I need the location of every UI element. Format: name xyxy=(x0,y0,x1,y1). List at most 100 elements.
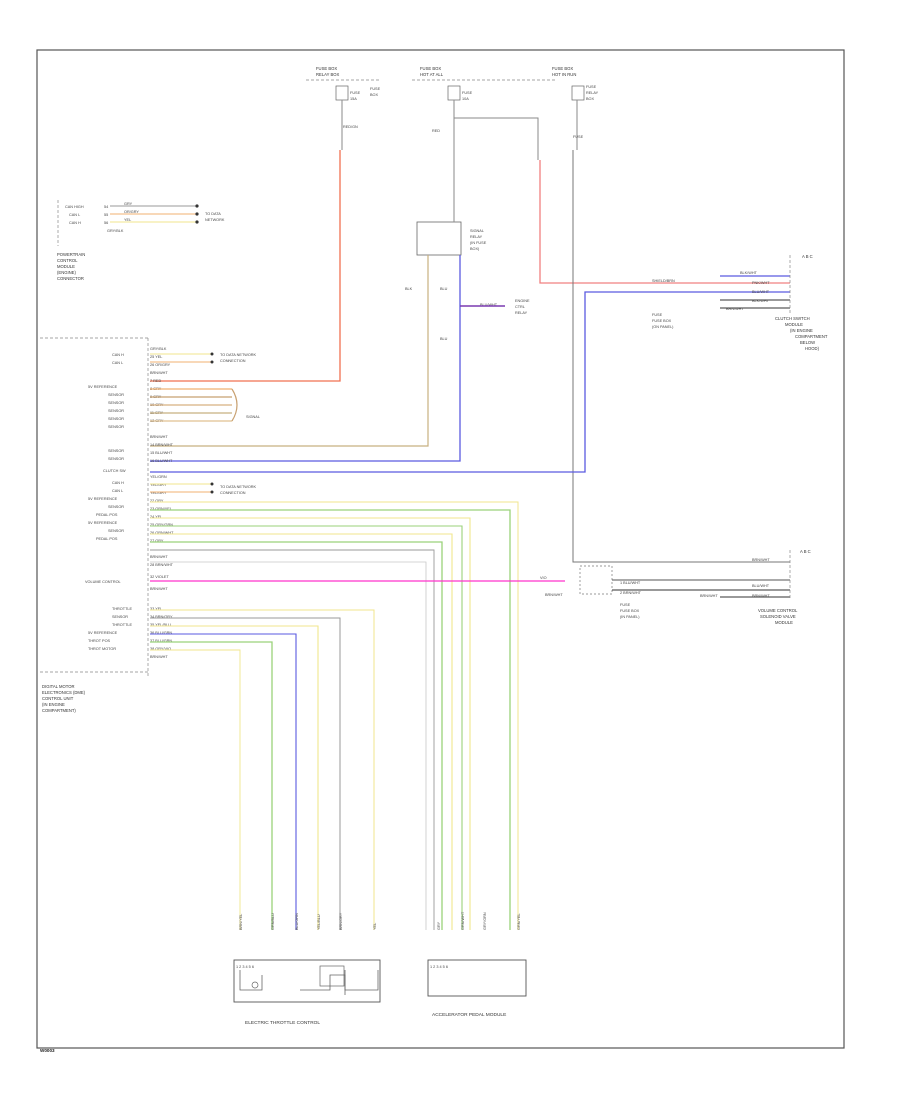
svg-text:BLU/GRN: BLU/GRN xyxy=(295,913,299,930)
svg-text:5V REFERENCE: 5V REFERENCE xyxy=(88,631,118,635)
svg-text:56: 56 xyxy=(104,221,108,225)
svg-text:BRN/WHT: BRN/WHT xyxy=(150,587,168,591)
svg-text:CAN L: CAN L xyxy=(112,361,123,365)
svg-text:SENSOR: SENSOR xyxy=(112,615,128,619)
svg-text:FUSE BOX: FUSE BOX xyxy=(316,66,337,71)
svg-text:SOLENOID VALVE: SOLENOID VALVE xyxy=(760,614,796,619)
svg-text:YEL: YEL xyxy=(124,218,131,222)
svg-text:BLU/WHT: BLU/WHT xyxy=(752,584,770,588)
svg-text:RELAY: RELAY xyxy=(515,311,528,315)
svg-text:FUSE: FUSE xyxy=(573,135,584,139)
svg-text:(IN FUSE: (IN FUSE xyxy=(470,241,487,245)
wire-gray-right xyxy=(572,150,790,563)
svg-text:BRN/WHT: BRN/WHT xyxy=(545,593,563,597)
svg-text:VIO: VIO xyxy=(540,576,547,580)
svg-text:FUSE BOX: FUSE BOX xyxy=(652,319,672,323)
svg-text:RED: RED xyxy=(432,129,440,133)
svg-text:SIGNAL: SIGNAL xyxy=(470,229,484,233)
electric-throttle-control: 1 2 3 4 5 6 ELECTRIC THROTTLE CONTROL xyxy=(233,959,381,1026)
svg-text:BRN/WHT: BRN/WHT xyxy=(150,435,168,439)
svg-text:YEL/GRN: YEL/GRN xyxy=(150,475,167,479)
svg-text:YEL/GRY: YEL/GRY xyxy=(150,491,167,495)
svg-text:CLUTCH SW: CLUTCH SW xyxy=(103,469,126,473)
svg-text:BLK/WHT: BLK/WHT xyxy=(752,299,770,303)
svg-text:BLU: BLU xyxy=(440,287,448,291)
svg-text:BRN/WHT: BRN/WHT xyxy=(752,558,770,562)
svg-text:CONNECTION: CONNECTION xyxy=(220,359,246,363)
svg-text:37 BLU/GRN: 37 BLU/GRN xyxy=(150,639,172,643)
svg-text:SENSOR: SENSOR xyxy=(108,505,124,509)
svg-text:BOX: BOX xyxy=(586,97,594,101)
svg-text:TO DATA NETWORK: TO DATA NETWORK xyxy=(220,353,257,357)
svg-text:COMPARTMENT: COMPARTMENT xyxy=(795,334,828,339)
svg-text:FUSE BOX: FUSE BOX xyxy=(620,609,640,613)
svg-text:15 BLU/WHT: 15 BLU/WHT xyxy=(150,451,173,455)
svg-text:CTRL: CTRL xyxy=(515,305,525,309)
svg-text:BOX: BOX xyxy=(370,93,378,97)
svg-text:SENSOR: SENSOR xyxy=(108,457,124,461)
svg-text:VOLUME CONTROL: VOLUME CONTROL xyxy=(758,608,798,613)
svg-text:ACCELERATOR PEDAL MODULE: ACCELERATOR PEDAL MODULE xyxy=(432,1012,506,1018)
svg-text:RED/GN: RED/GN xyxy=(343,125,358,129)
svg-text:FUSE BOX: FUSE BOX xyxy=(552,66,573,71)
svg-text:10A: 10A xyxy=(462,97,469,101)
svg-text:ELECTRIC THROTTLE CONTROL: ELECTRIC THROTTLE CONTROL xyxy=(245,1020,320,1026)
svg-text:CAN L: CAN L xyxy=(112,489,123,493)
svg-text:14 BRN/WHT: 14 BRN/WHT xyxy=(150,443,174,447)
volume-control-module: A B C 1 BLU/WHT 2 BRN/WHT BRN/WHT BLU/WH… xyxy=(545,549,811,625)
svg-text:BLU: BLU xyxy=(440,337,448,341)
svg-text:THROT POS: THROT POS xyxy=(88,639,111,643)
svg-text:2 BRN/WHT: 2 BRN/WHT xyxy=(620,591,642,595)
svg-text:THROT MOTOR: THROT MOTOR xyxy=(88,647,116,651)
svg-text:1 2 3 4 5 6: 1 2 3 4 5 6 xyxy=(430,965,448,969)
svg-text:CAN H: CAN H xyxy=(112,353,124,357)
svg-text:(IN ENGINE: (IN ENGINE xyxy=(790,328,813,333)
svg-text:GRY/BLK: GRY/BLK xyxy=(107,229,124,233)
fuse-box-top-right: FUSE BOX HOT IN RUN FUSE RELAY BOX FUSE xyxy=(552,66,599,139)
svg-text:DIGITAL MOTOR: DIGITAL MOTOR xyxy=(42,684,75,689)
svg-text:1 BLU/WHT: 1 BLU/WHT xyxy=(620,581,641,585)
diagram-frame xyxy=(36,49,845,1049)
svg-text:BELOW: BELOW xyxy=(800,340,815,345)
svg-text:GRN/WHT: GRN/WHT xyxy=(461,911,465,930)
svg-text:YEL/BLU: YEL/BLU xyxy=(317,914,321,930)
wire-red-top-left xyxy=(150,150,341,382)
svg-text:36 BLU/GRN: 36 BLU/GRN xyxy=(150,631,172,635)
svg-text:MODULE: MODULE xyxy=(57,264,75,269)
svg-text:BLU/WHT: BLU/WHT xyxy=(480,303,498,307)
svg-text:THROTTLE: THROTTLE xyxy=(112,607,133,611)
svg-text:CAN H: CAN H xyxy=(69,221,81,225)
svg-text:GRN/BLU: GRN/BLU xyxy=(271,913,275,930)
svg-text:A B C: A B C xyxy=(800,549,811,554)
clutch-switch-module: A B C SHIELD/BRN BLK/WHT PNK/WHT BLU/WHT… xyxy=(652,254,828,351)
svg-text:THROTTLE: THROTTLE xyxy=(112,623,133,627)
svg-text:OR/GRY: OR/GRY xyxy=(124,210,139,214)
svg-text:16 BLU/WHT: 16 BLU/WHT xyxy=(150,459,173,463)
svg-text:23 GRN/YEL: 23 GRN/YEL xyxy=(150,507,172,511)
svg-text:33 YEL: 33 YEL xyxy=(150,607,162,611)
svg-text:NETWORK: NETWORK xyxy=(205,218,225,222)
svg-text:GRY: GRY xyxy=(437,921,441,930)
svg-text:SENSOR: SENSOR xyxy=(108,529,124,533)
svg-text:BRN/WHT: BRN/WHT xyxy=(150,371,168,375)
svg-text:GRN/YEL: GRN/YEL xyxy=(517,913,521,930)
svg-text:25 YEL: 25 YEL xyxy=(150,355,162,359)
svg-text:CONNECTOR: CONNECTOR xyxy=(57,276,84,281)
svg-text:BRN/WHT: BRN/WHT xyxy=(752,594,770,598)
svg-text:FUSE: FUSE xyxy=(586,85,597,89)
svg-text:CONTROL UNIT: CONTROL UNIT xyxy=(42,696,74,701)
svg-text:TO DATA: TO DATA xyxy=(205,212,221,216)
svg-text:SENSOR: SENSOR xyxy=(108,393,124,397)
svg-text:54: 54 xyxy=(104,205,108,209)
svg-text:SENSOR: SENSOR xyxy=(108,449,124,453)
svg-text:COMPARTMENT): COMPARTMENT) xyxy=(42,708,76,713)
svg-text:HOOD): HOOD) xyxy=(805,346,820,351)
svg-text:BOX): BOX) xyxy=(470,247,480,251)
bottom-wire-labels: BRN/YEL GRN/BLU BLU/GRN YEL/BLU BRN/GRY … xyxy=(239,911,521,930)
accelerator-pedal-module: 1 2 3 4 5 6 ACCELERATOR PEDAL MODULE xyxy=(427,959,527,1018)
svg-text:FUSE: FUSE xyxy=(620,603,631,607)
fuse-box-top-left: FUSE BOX RELAY BOX FUSE 15A FUSE BOX RED… xyxy=(306,66,381,129)
svg-text:(ON PANEL): (ON PANEL) xyxy=(652,325,674,329)
svg-text:CAN H: CAN H xyxy=(112,481,124,485)
